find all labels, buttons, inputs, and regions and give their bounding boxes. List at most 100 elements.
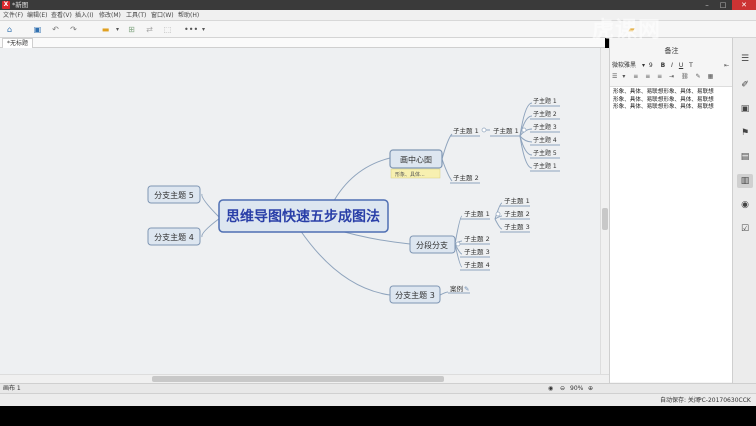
subtopic-leaf[interactable]: 子主题 3 [533,123,557,131]
menu-tools[interactable]: 工具(T) [126,12,147,19]
save-icon[interactable]: ▣ [33,25,42,34]
branch-b2-box[interactable] [409,235,456,254]
subtopic-b2-c2[interactable]: 子主题 2 [464,234,490,243]
undo-icon[interactable]: ↶ [52,25,59,34]
format-brush-icon[interactable]: ✐ [741,80,749,90]
menu-edit[interactable]: 编辑(E) [27,12,48,19]
mindmap-canvas[interactable]: 思维导图快速五步成图法 画中心图 形象、具体... 分段分支 分支主题 3 分支… [0,48,600,374]
menu-help[interactable]: 帮助(H) [178,12,200,19]
connector-b1-c1 [441,133,453,160]
tab-document[interactable]: *无标题 [2,38,34,48]
close-icon[interactable]: ✕ [732,0,756,10]
subtopic-leaf[interactable]: 子主题 1 [504,196,530,205]
subtopic-b2-c3[interactable]: 子主题 3 [464,247,490,256]
menu-modify[interactable]: 修改(M) [99,12,121,19]
branch-b5-box[interactable] [147,185,201,204]
subtopic-b1-c2[interactable]: 子主题 2 [453,173,479,182]
subtopic-b1-c1-c1[interactable]: 子主题 1 [493,126,519,135]
branch-b2[interactable]: 分段分支 [416,240,448,250]
align-right-icon[interactable]: ≡ [657,73,663,80]
underline-button[interactable]: U [678,62,684,69]
collapse-marker-icon[interactable] [455,241,461,247]
scroll-thumb[interactable] [602,208,608,230]
image-icon[interactable]: ▣ [740,104,750,114]
branch-b4-box[interactable] [147,227,201,246]
subtopic-leaf[interactable]: 子主题 5 [533,149,557,157]
quick-style-icon[interactable]: ▰ [628,25,635,34]
chevron-down-icon[interactable]: ▾ [641,62,645,69]
subtopic-leaf[interactable]: 子主题 2 [504,209,530,218]
image-icon[interactable]: ▦ [707,73,714,80]
notes-icon[interactable]: ▥ [737,174,753,188]
central-topic[interactable]: 思维导图快速五步成图法 [226,208,380,225]
menu-file[interactable]: 文件(F) [3,12,24,19]
menu-window[interactable]: 窗口(W) [151,12,174,19]
zoom-out-icon[interactable]: ⊖ [560,385,566,392]
branch-b1[interactable]: 画中心图 [400,155,432,165]
italic-button[interactable]: I [671,62,673,69]
connector-b5 [201,193,221,219]
maximize-icon[interactable]: □ [719,1,727,9]
list-icon[interactable]: ☰ [612,73,618,80]
subtopic-leaf[interactable]: 子主题 3 [504,222,530,231]
menu-view[interactable]: 查看(V) [51,12,72,19]
topic-icon[interactable]: ▬ [101,25,110,34]
collapse-marker-icon[interactable] [495,211,501,217]
font-size-select[interactable]: 9 [648,62,653,69]
collapse-marker-icon[interactable] [521,127,527,133]
subtopic-leaf[interactable]: 子主题 2 [533,110,557,118]
subtopic-icon[interactable]: ⊞ [128,25,135,34]
zoom-in-icon[interactable]: ⊕ [588,385,594,392]
align-center-icon[interactable]: ≡ [645,73,651,80]
vertical-scrollbar[interactable] [600,48,609,374]
branch-b3-box[interactable] [389,285,441,304]
autosave-status[interactable]: 自动保存: 关闭 [660,397,700,404]
branch-b3[interactable]: 分支主题 3 [395,290,435,300]
scroll-thumb[interactable] [152,376,444,382]
label-icon[interactable]: ▤ [740,152,750,162]
link-icon[interactable]: ⛓ [681,73,689,80]
zoom-level[interactable]: 90% [570,385,584,392]
branch-b4[interactable]: 分支主题 4 [154,232,194,242]
notes-editor[interactable]: 形象、具体、易联想形象、具体、易联想 形象、具体、易联想形象、具体、易联想 形象… [610,86,733,382]
subtopic-leaf[interactable]: 子主题 1 [533,97,557,105]
more-icon[interactable]: ••• [184,25,199,34]
pencil-icon[interactable]: ✎ [695,73,701,80]
indent-icon[interactable]: ⇥ [669,73,675,80]
subtopic-b2-c4[interactable]: 子主题 4 [464,260,490,269]
chevron-down-icon[interactable]: ▾ [201,26,205,33]
relationship-icon[interactable]: ⇄ [146,25,153,34]
subtopic-b3-c1[interactable]: 案例 [450,284,463,293]
central-topic-box[interactable] [218,199,389,233]
pencil-icon[interactable]: ✎ [464,285,469,293]
collapse-marker-icon[interactable] [481,127,487,133]
collapse-panel-icon[interactable]: ⇤ [723,62,729,69]
home-icon[interactable]: ⌂ [6,25,13,34]
menu-insert[interactable]: 插入(I) [75,12,94,19]
subtopic-b2-c1[interactable]: 子主题 1 [464,209,490,218]
subtopic-leaf[interactable]: 子主题 4 [533,136,557,144]
minimize-icon[interactable]: – [705,1,709,9]
bold-button[interactable]: B [660,62,666,69]
outline-icon[interactable]: ☰ [740,54,750,64]
comment-icon[interactable]: ◉ [741,200,749,210]
text-color-button[interactable]: T [689,62,693,69]
subtopic-leaf[interactable]: 子主题 1 [533,162,557,170]
subtopic-b1-c1[interactable]: 子主题 1 [453,126,479,135]
boundary-icon[interactable]: ⬚ [163,25,172,34]
fit-view-icon[interactable]: ◉ [548,385,554,392]
notes-format-row: ☰ ▾ ≡ ≡ ≡ ⇥ ⛓ ✎ ▦ [612,73,730,83]
font-family-select[interactable]: 微软雅黑 [612,62,637,69]
horizontal-scrollbar[interactable] [0,374,609,383]
align-left-icon[interactable]: ≡ [633,73,639,80]
chevron-down-icon[interactable]: ▾ [622,73,626,80]
connector-b3 [299,229,391,296]
task-icon[interactable]: ☑ [740,224,750,234]
branch-b1-note-box[interactable] [390,168,441,179]
sheet-tab[interactable]: 画布 1 [3,385,21,392]
chevron-down-icon[interactable]: ▾ [115,26,119,33]
branch-b1-box[interactable] [389,149,443,169]
branch-b5[interactable]: 分支主题 5 [154,190,194,200]
redo-icon[interactable]: ↷ [70,25,77,34]
flag-marker-icon[interactable]: ⚑ [740,128,750,138]
